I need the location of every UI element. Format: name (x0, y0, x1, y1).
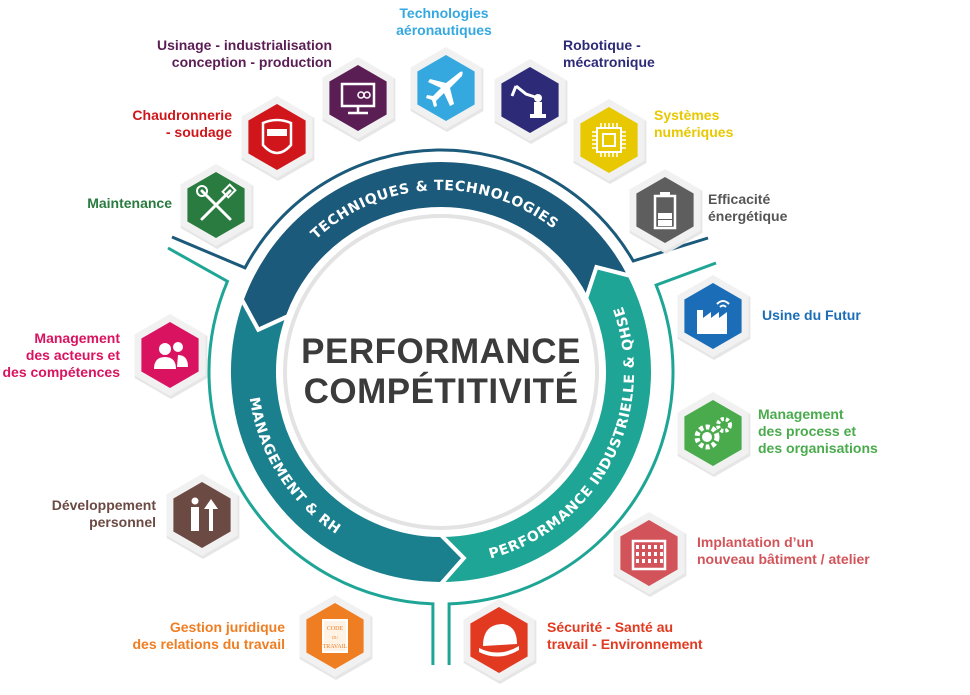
item-label-line: Management (34, 330, 120, 346)
robot-arm-icon (510, 84, 546, 118)
item-label-line: aéronautiques (396, 22, 492, 38)
item-label-line: Systèmes (654, 107, 720, 123)
band-performance (436, 264, 655, 587)
item-label-line: Usinage - industrialisation (156, 37, 332, 53)
hex-item (410, 47, 484, 132)
item-label: Chaudronnerie- soudage (132, 107, 232, 141)
item-label-line: Management (758, 406, 844, 422)
people-icon (154, 342, 188, 369)
welding-mask-icon (261, 118, 293, 155)
item-label-line: nouveau bâtiment / atelier (697, 551, 870, 567)
monitor-icon (340, 82, 376, 115)
book-text: DU (332, 635, 338, 640)
airplane-icon (426, 71, 463, 107)
hex-item (629, 169, 703, 254)
battery-icon (653, 192, 677, 230)
hex-item (322, 57, 396, 142)
hex-item (677, 392, 751, 477)
item-label-line: Technologies (399, 5, 489, 21)
hex-badge (580, 107, 638, 173)
hex-badge (248, 104, 306, 170)
item-label-line: énergétique (708, 208, 788, 224)
left-outline (167, 246, 435, 665)
item-label-line: conception - production (171, 54, 332, 70)
hard-hat-icon (479, 624, 519, 657)
hex-item (573, 99, 647, 184)
hex-item (677, 275, 751, 360)
building-icon (631, 539, 667, 571)
item-label: Robotique -mécatronique (563, 37, 655, 71)
hex-badge (636, 177, 694, 243)
item-label-line: des organisations (758, 440, 878, 456)
hex-item (166, 474, 240, 559)
hex-item (463, 599, 537, 684)
item-label-line: Gestion juridique (169, 619, 285, 635)
center-circle (283, 214, 599, 530)
right-outline (447, 261, 717, 665)
gears-icon (694, 417, 732, 450)
item-label-line: Développement (51, 497, 156, 513)
item-label-line: travail - Environnement (547, 636, 703, 652)
factory-icon (697, 300, 730, 334)
code-book-icon: CODE DU TRAVAIL (322, 619, 348, 653)
book-text: CODE (327, 626, 344, 632)
center-title-line2: COMPÉTITIVITÉ (303, 372, 579, 411)
outer-lines (167, 148, 717, 665)
item-label-line: personnel (89, 514, 156, 530)
hex-badge (173, 482, 231, 548)
hex-badge (684, 400, 742, 466)
item-label-line: Usine du Futur (762, 307, 861, 323)
chip-icon (592, 123, 626, 157)
item-label-line: numériques (654, 124, 734, 140)
hex-item (180, 164, 254, 249)
item-label-line: Implantation d’un (697, 534, 814, 550)
item-label-line: mécatronique (563, 54, 655, 70)
top-outline (171, 148, 709, 270)
hex-badge (329, 65, 387, 131)
item-label-line: Efficacité (708, 191, 771, 207)
center-title: PERFORMANCE COMPÉTITIVITÉ (301, 332, 581, 412)
wrench-screwdriver-icon (196, 183, 237, 221)
growth-arrows-icon (191, 497, 218, 531)
hex-item (494, 59, 568, 144)
hex-item: CODE DU TRAVAIL (299, 595, 373, 680)
item-label-line: des relations du travail (132, 636, 286, 652)
item-label-line: des acteurs et (25, 347, 120, 363)
item-label: Usine du Futur (762, 307, 861, 324)
hex-item (241, 96, 315, 181)
book-text: TRAVAIL (323, 644, 348, 650)
item-label-line: des compétences (2, 364, 121, 380)
item-label-line: Maintenance (87, 195, 172, 211)
hex-item (613, 512, 687, 597)
hex-item (134, 314, 208, 399)
item-label-line: Robotique - (563, 37, 641, 53)
hexagon-icons: CODE DU TRAVAIL (134, 47, 751, 684)
center-title-line1: PERFORMANCE (301, 332, 581, 371)
item-label-line: Sécurité - Santé au (547, 619, 674, 635)
hex-badge (141, 322, 199, 388)
item-label: Maintenance (87, 195, 172, 212)
item-label-line: Chaudronnerie (132, 107, 232, 123)
item-label-line: - soudage (165, 124, 232, 140)
item-label-line: des process et (758, 423, 857, 439)
